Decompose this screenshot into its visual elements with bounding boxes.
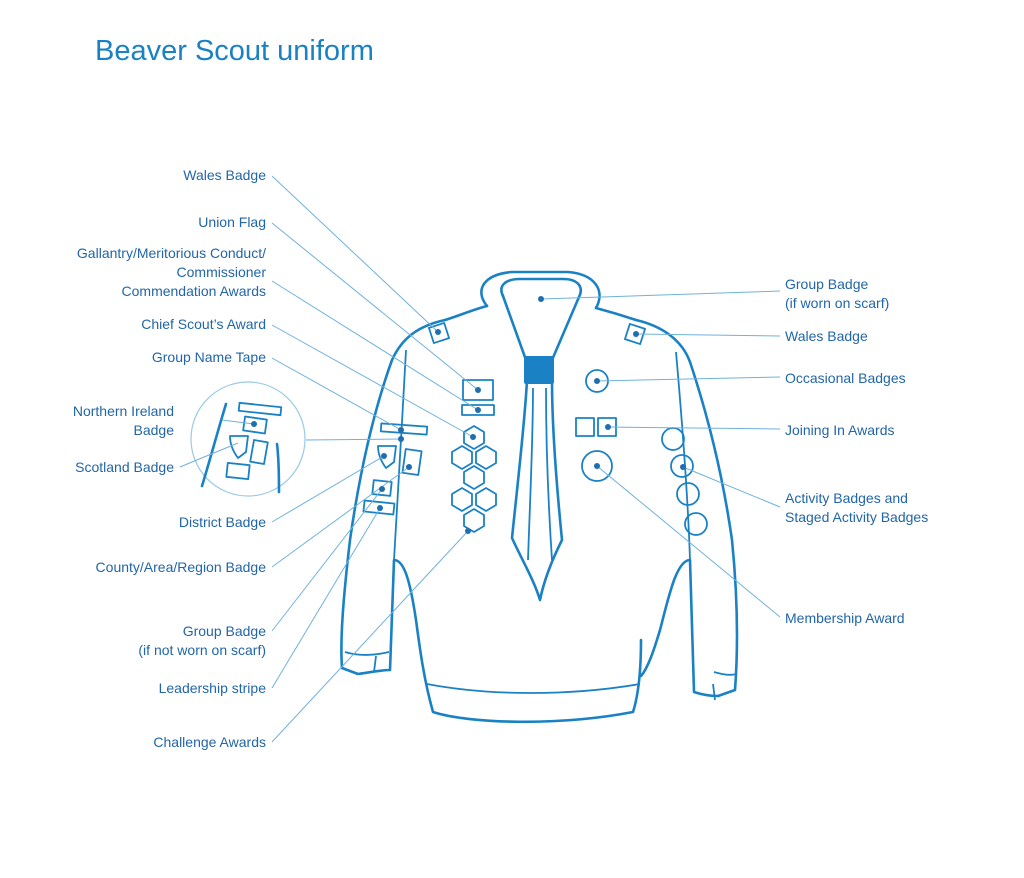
neckerchief (501, 294, 581, 602)
label-wales-badge-right: Wales Badge (785, 328, 868, 344)
label-activity-badges-line-2: Staged Activity Badges (785, 509, 928, 525)
activity-badge-4 (684, 512, 708, 536)
wales-badge-left (428, 322, 450, 344)
zoom-inset (190, 381, 306, 497)
wales-badge-right (624, 323, 646, 345)
sweatshirt-outline (340, 270, 739, 724)
label-wales-badge-left: Wales Badge (183, 167, 266, 183)
activity-badge-3 (676, 482, 700, 506)
label-scotland-badge: Scotland Badge (75, 459, 174, 475)
joining-in-award-1 (575, 417, 595, 437)
left-labels: Wales Badge Union Flag Gallantry/Meritor… (73, 167, 267, 750)
woggle (524, 356, 554, 384)
scotland-badge (377, 445, 397, 469)
leader-lines (179, 175, 781, 743)
page-title: Beaver Scout uniform (95, 35, 374, 67)
activity-badge-2 (670, 454, 694, 478)
label-ni-badge-line-2: Badge (134, 422, 175, 438)
label-group-badge-sleeve-line-1: Group Badge (183, 623, 266, 639)
label-union-flag: Union Flag (198, 214, 266, 230)
label-group-badge-scarf-line-1: Group Badge (785, 276, 868, 292)
district-badge (371, 479, 393, 497)
label-group-badge-sleeve-line-2: (if not worn on scarf) (138, 642, 266, 658)
activity-badge-1 (661, 427, 685, 451)
label-group-name-tape: Group Name Tape (152, 349, 266, 365)
label-ni-badge-line-1: Northern Ireland (73, 403, 174, 419)
gallantry-badge (461, 404, 495, 416)
right-labels: Group Badge (if worn on scarf) Wales Bad… (785, 276, 928, 626)
group-name-tape (379, 422, 429, 436)
leadership-stripe-badge (362, 499, 396, 516)
label-county-badge: County/Area/Region Badge (96, 559, 267, 575)
label-activity-badges-line-1: Activity Badges and (785, 490, 908, 506)
ni-badge (401, 448, 423, 476)
union-flag-badge (462, 379, 494, 401)
badges (362, 322, 708, 536)
label-membership-award: Membership Award (785, 610, 905, 626)
challenge-awards-hexagons (451, 425, 497, 533)
leader-dots (251, 296, 686, 534)
label-district-badge: District Badge (179, 514, 266, 530)
label-group-badge-scarf-line-2: (if worn on scarf) (785, 295, 889, 311)
label-leadership-stripe: Leadership stripe (159, 680, 267, 696)
label-gallantry-line-2: Commissioner (177, 264, 267, 280)
label-occasional-badges: Occasional Badges (785, 370, 906, 386)
membership-award-badge (581, 450, 613, 482)
label-joining-in-awards: Joining In Awards (785, 422, 894, 438)
label-challenge-awards: Challenge Awards (153, 734, 266, 750)
label-chief-scouts-award: Chief Scout’s Award (141, 316, 266, 332)
label-gallantry-line-3: Commendation Awards (122, 283, 266, 299)
label-gallantry-line-1: Gallantry/Meritorious Conduct/ (77, 245, 266, 261)
